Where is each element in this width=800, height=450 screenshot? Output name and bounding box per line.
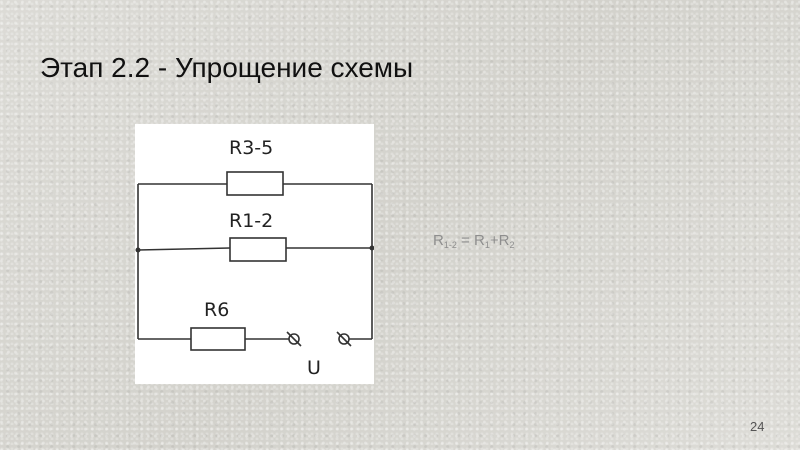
terminal-left	[288, 333, 300, 345]
circuit-svg: R3-5 R1-2 R6 U	[135, 137, 374, 379]
terminal-left-slash	[286, 331, 302, 347]
formula: R1-2 = R1+R2	[433, 232, 514, 250]
junction-right	[369, 245, 374, 251]
formula-plus: +	[489, 232, 499, 249]
formula-term1: R	[473, 232, 485, 249]
resistor-r12	[229, 237, 287, 262]
formula-term2-sub: 2	[509, 240, 515, 250]
formula-eq: =	[456, 232, 474, 249]
junction-left	[135, 247, 141, 253]
resistor-r6	[190, 327, 246, 351]
label-u: U	[307, 357, 321, 379]
formula-term1-sub: 1	[484, 240, 490, 250]
resistor-r35	[226, 171, 284, 196]
page-number: 24	[750, 419, 765, 434]
wire-middle-left	[137, 247, 231, 251]
formula-lhs: R	[433, 232, 444, 249]
formula-term2: R	[498, 232, 510, 249]
label-r35: R3-5	[229, 137, 273, 159]
slide-title: Этап 2.2 - Упрощение схемы	[40, 52, 414, 83]
circuit-diagram: R3-5 R1-2 R6 U	[135, 124, 374, 384]
terminal-right-slash	[336, 331, 352, 347]
label-r6: R6	[204, 299, 229, 321]
label-r12: R1-2	[229, 210, 273, 232]
formula-lhs-sub: 1-2	[443, 240, 457, 250]
